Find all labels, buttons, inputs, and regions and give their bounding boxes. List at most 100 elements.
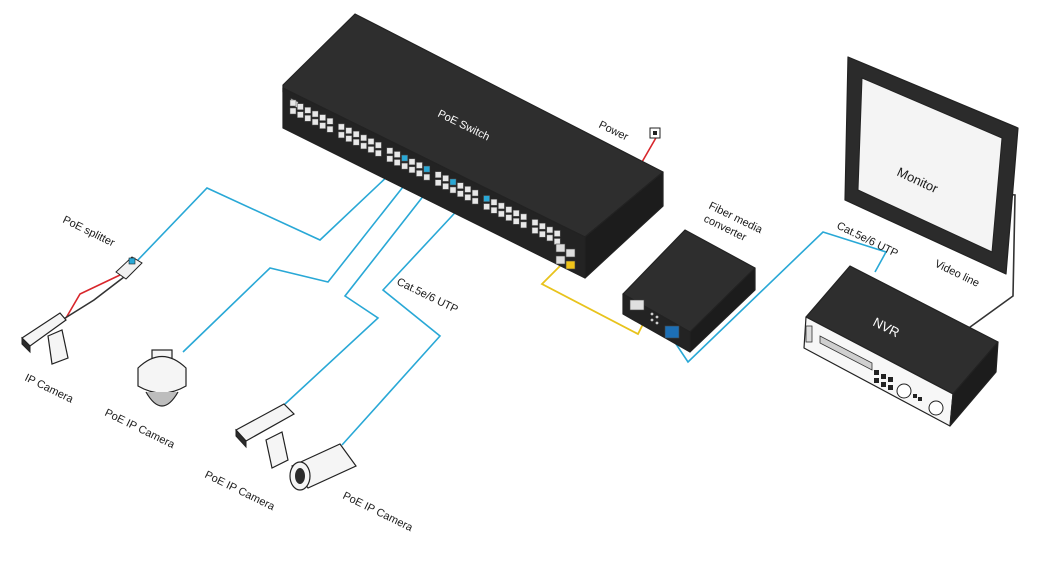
cable-power (641, 135, 658, 163)
switch-port (386, 147, 394, 155)
sfp-port (555, 243, 566, 253)
fiber-media-converter (622, 229, 756, 353)
switch-port (319, 114, 326, 121)
switch-port (326, 126, 334, 133)
nvr: NVR (803, 265, 999, 427)
switch-port (471, 189, 479, 197)
switch-port (498, 202, 505, 210)
bullet-camera (289, 443, 357, 491)
switch-port (520, 221, 527, 229)
sfp-port (555, 255, 566, 265)
switch-sfp-ports (555, 243, 576, 270)
dome-camera (137, 349, 187, 407)
switch-port (512, 218, 520, 225)
switch-port-active (483, 195, 490, 202)
switch-port (505, 206, 513, 213)
switch-port (352, 130, 360, 138)
ip-camera-mount (47, 329, 69, 365)
switch-port (505, 214, 513, 221)
ip-camera (21, 312, 69, 365)
switch-port (457, 190, 464, 197)
poe-switch: PoE Switch (282, 13, 664, 279)
box-camera-lens (235, 428, 247, 449)
ip-camera-lens (21, 336, 31, 354)
switch-port (375, 141, 382, 149)
monitor-screen (857, 77, 1003, 253)
poe-splitter-label: PoE splitter (61, 214, 117, 250)
switch-port (434, 171, 442, 178)
converter-led (655, 315, 659, 319)
switch-port (546, 226, 554, 234)
switch-port (304, 115, 312, 122)
switch-port (498, 210, 505, 218)
switch-port (289, 107, 297, 115)
switch-port (423, 173, 431, 181)
switch-port (393, 159, 401, 166)
switch-port (490, 199, 498, 206)
cable-splitter-camera-red (65, 274, 121, 319)
switch-port (416, 170, 423, 177)
dome-camera-housing (137, 355, 187, 394)
cable-dome-switch (182, 177, 411, 353)
cat-utp-label-right: Cat.5e/6 UTP (835, 220, 900, 260)
box-camera-label: PoE IP Camera (203, 469, 278, 514)
switch-port (553, 238, 561, 245)
switch-port (326, 118, 334, 125)
converter-rj45-port (629, 299, 645, 311)
switch-port (338, 131, 345, 139)
switch-port (483, 203, 490, 210)
converter-led (650, 318, 654, 322)
switch-port (345, 127, 353, 134)
nvr-side (949, 341, 999, 427)
switch-port (442, 183, 449, 190)
converter-led (650, 312, 654, 316)
cable-bullet-switch (341, 201, 466, 446)
nvr-jog-dial (928, 400, 944, 416)
switch-port (531, 227, 539, 234)
cable-fiber (540, 259, 645, 336)
switch-port (297, 103, 304, 110)
switch-port (375, 149, 382, 157)
nvr-button (918, 397, 922, 401)
sfp-port-active (565, 260, 576, 270)
cable-splitter-camera-dark (61, 276, 125, 321)
switch-port (345, 135, 353, 142)
switch-port (386, 155, 394, 163)
dome-camera-label: PoE IP Camera (103, 407, 178, 452)
switch-port (449, 186, 457, 194)
switch-port (289, 99, 297, 107)
cat-utp-label-left: Cat.5e/6 UTP (395, 276, 460, 316)
switch-port (539, 222, 546, 230)
switch-port-active (423, 165, 431, 173)
nvr-button (881, 382, 886, 387)
switch-port-active (449, 178, 457, 186)
switch-port (311, 118, 319, 126)
converter-fiber-port (664, 325, 680, 339)
cables (61, 131, 1016, 446)
switch-port (471, 197, 479, 205)
sfp-port (565, 248, 576, 258)
nvr-button (874, 370, 879, 375)
switch-port (352, 138, 360, 146)
nvr-button (874, 378, 879, 383)
switch-port (512, 210, 520, 217)
splitter-body (115, 256, 143, 280)
nvr-jog-dial (896, 383, 912, 399)
switch-port (311, 110, 319, 118)
nvr-power-switch (805, 325, 813, 343)
switch-port (464, 186, 472, 193)
switch-port (553, 230, 561, 237)
nvr-button (881, 374, 886, 379)
nvr-button (888, 385, 893, 390)
power-socket-hole (653, 131, 657, 135)
switch-side (584, 171, 664, 279)
switch-port (442, 175, 449, 182)
switch-port (531, 219, 539, 226)
converter-led (655, 321, 659, 325)
cable-converter-nvr (671, 231, 888, 364)
switch-port (539, 230, 546, 238)
switch-port (319, 122, 326, 129)
cable-splitter-switch (135, 171, 393, 263)
switch-port (408, 166, 416, 174)
switch-port (408, 158, 416, 166)
